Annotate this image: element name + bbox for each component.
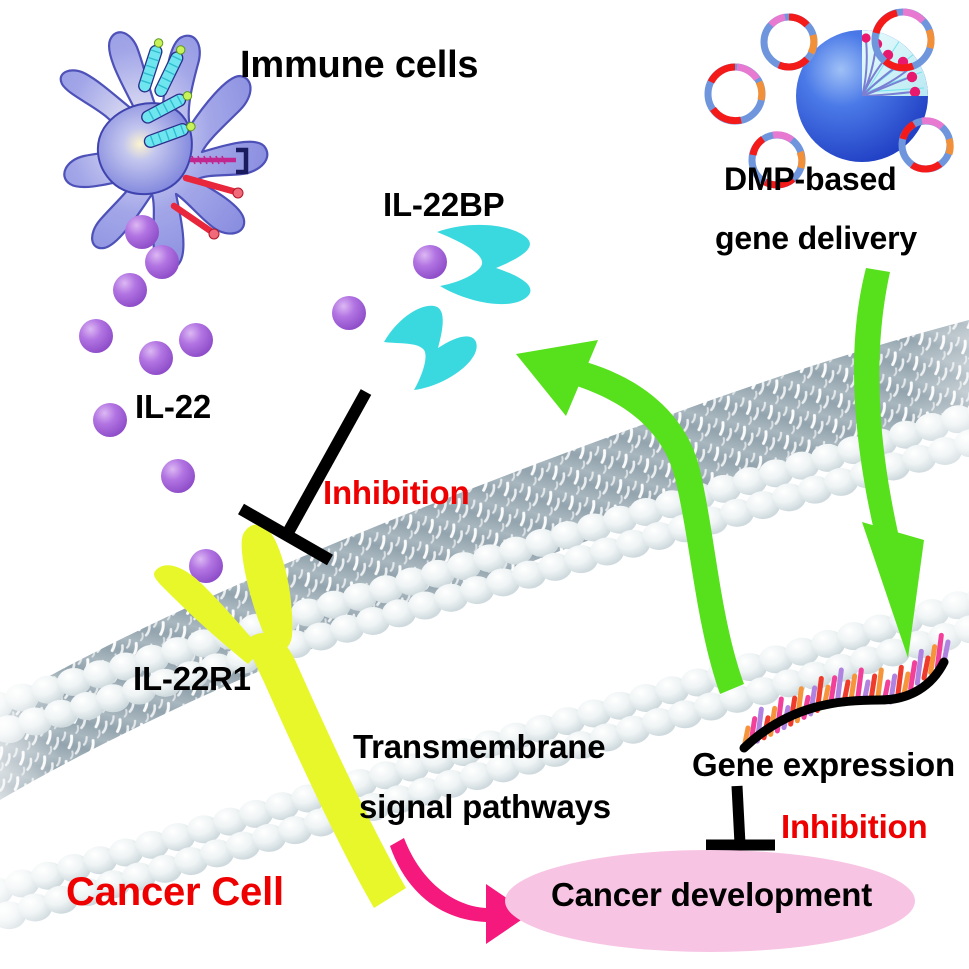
label-dmp-based: DMP-based <box>724 161 897 197</box>
cancer-development-ellipse <box>505 850 915 952</box>
il22r1-receptor <box>154 524 406 908</box>
immune-cell <box>59 31 269 271</box>
green-arrow-down <box>854 268 924 658</box>
label-cancer-cell: Cancer Cell <box>66 870 284 914</box>
green-arrow-up <box>516 340 744 694</box>
label-il22: IL-22 <box>135 388 212 425</box>
immune-cell-receptor-rods <box>170 174 244 240</box>
inhibition-bar-left <box>238 389 372 566</box>
plasmid-rings <box>704 8 954 189</box>
label-inhibition-right: Inhibition <box>781 808 928 845</box>
immune-cell-receptor-barbed <box>190 147 249 175</box>
pink-signal-arrow <box>390 838 530 944</box>
label-il22bp: IL-22BP <box>383 186 505 223</box>
label-inhibition-left: Inhibition <box>323 474 470 511</box>
label-transmembrane: Transmembrane <box>353 728 606 765</box>
label-il22r1: IL-22R1 <box>133 660 251 697</box>
il22bp-chevrons <box>384 224 531 390</box>
dmp-nanoparticle <box>704 8 954 189</box>
inhibition-bar-right <box>706 785 775 851</box>
label-gene-delivery: gene delivery <box>715 220 917 256</box>
label-immune-cells: Immune cells <box>240 44 479 86</box>
label-signal-pathways: signal pathways <box>359 788 611 825</box>
il22-particles <box>79 215 447 583</box>
immune-cell-receptor-helices <box>138 38 196 148</box>
label-gene-expression: Gene expression <box>692 746 955 783</box>
mrna-transcript <box>739 632 951 753</box>
label-cancer-development: Cancer development <box>551 876 873 913</box>
